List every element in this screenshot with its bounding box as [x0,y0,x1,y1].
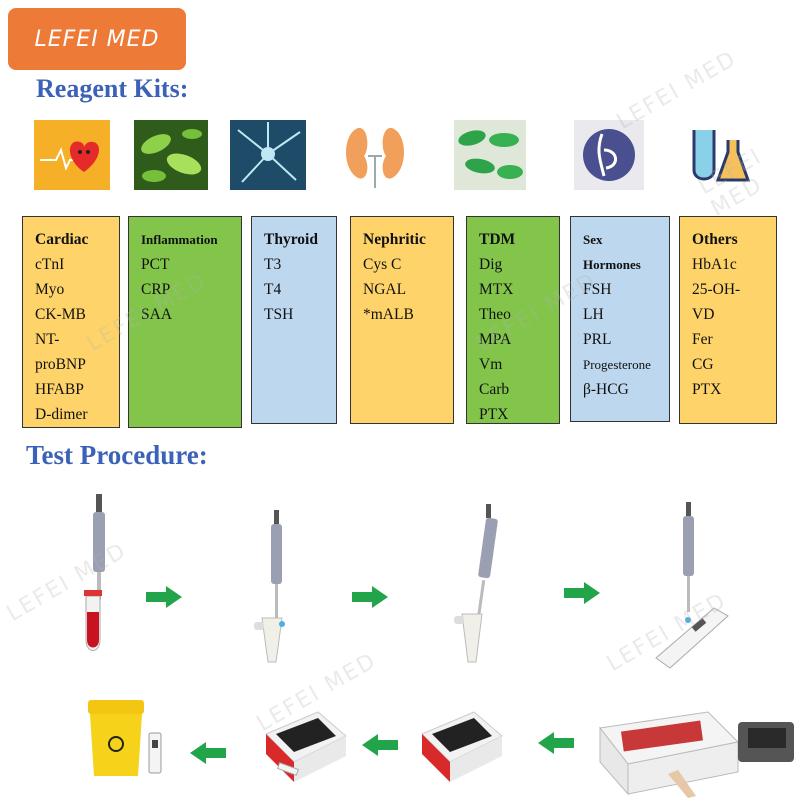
category-title: Sex [583,232,603,247]
category-tdm: TDM Dig MTX Theo MPA Vm Carb PTX [466,216,560,424]
list-item: T4 [264,281,282,298]
category-title: Others [692,231,738,248]
kidney-icon [338,120,412,190]
pipette-blood-tube [66,490,116,665]
list-item: MPA [479,331,512,348]
list-item: NGAL [363,281,407,298]
list-item: CK-MB [35,306,86,323]
arrow-right-icon [564,582,600,604]
list-item: cTnI [35,256,65,273]
list-item: β-HCG [583,381,629,398]
list-item: HFABP [35,381,84,398]
list-item: Vm [479,356,503,373]
category-thyroid: Thyroid T3 T4 TSH [251,216,337,424]
heart-stethoscope-icon [34,120,110,190]
fluorescence-analyzer [598,708,798,798]
list-item: SAA [141,306,173,323]
brand-logo: LEFEI MED [8,8,186,70]
list-item: proBNP [35,356,86,373]
list-item: Fer [692,331,713,348]
bacteria-icon [134,120,208,190]
pipette-sample-tube [252,506,298,666]
list-item: 25-OH- [692,281,741,298]
arrow-left-icon [538,732,574,754]
arrow-left-icon [362,734,398,756]
green-capsules-icon [454,120,526,190]
list-item: PRL [583,331,612,348]
list-item: VD [692,306,715,323]
list-item: Cys C [363,256,402,273]
list-item: CRP [141,281,171,298]
list-item: MTX [479,281,514,298]
list-item: Carb [479,381,510,398]
fluorescence-analyzer [418,706,504,788]
list-item: T3 [264,256,282,273]
pregnancy-icon [574,120,644,190]
category-inflammation: Inflammation PCT CRP SAA [128,216,242,428]
category-title-line2: Hormones [583,257,641,272]
category-cardiac: Cardiac cTnI Myo CK-MB NT- proBNP HFABP … [22,216,120,428]
category-title: Inflammation [141,232,218,247]
list-item: *mALB [363,306,414,323]
list-item: PTX [479,406,509,423]
list-item: Myo [35,281,65,298]
list-item: D-dimer [35,406,88,423]
list-item: FSH [583,281,612,298]
list-item: Progesterone [583,357,651,372]
lab-flasks-icon [684,120,756,190]
category-title: Cardiac [35,231,89,248]
list-item: HbA1c [692,256,737,273]
list-item: LH [583,306,604,323]
pipette-test-cassette [652,498,732,674]
list-item: PCT [141,256,170,273]
arrow-right-icon [352,586,388,608]
pipette-tube [446,500,506,668]
category-nephritic: Nephritic Cys C NGAL *mALB [350,216,454,424]
category-title: Thyroid [264,231,318,248]
test-cassette [148,732,162,774]
brand-name: LEFEI MED [34,26,160,52]
neuron-icon [230,120,306,190]
analyzer-insert-cassette [262,706,348,788]
list-item: NT- [35,331,60,348]
arrow-left-icon [190,742,226,764]
test-procedure-heading: Test Procedure: [26,440,208,470]
list-item: Dig [479,256,503,273]
list-item: PTX [692,381,722,398]
category-title: Nephritic [363,231,426,248]
list-item: CG [692,356,714,373]
reagent-kits-heading: Reagent Kits: [36,74,189,103]
category-others: Others HbA1c 25-OH- VD Fer CG PTX [679,216,777,424]
category-sex-hormones: Sex Hormones FSH LH PRL Progesterone β-H… [570,216,670,422]
list-item: TSH [264,306,294,323]
biohazard-bin [84,698,148,780]
arrow-right-icon [146,586,182,608]
category-title: TDM [479,231,516,248]
list-item: Theo [479,306,511,323]
